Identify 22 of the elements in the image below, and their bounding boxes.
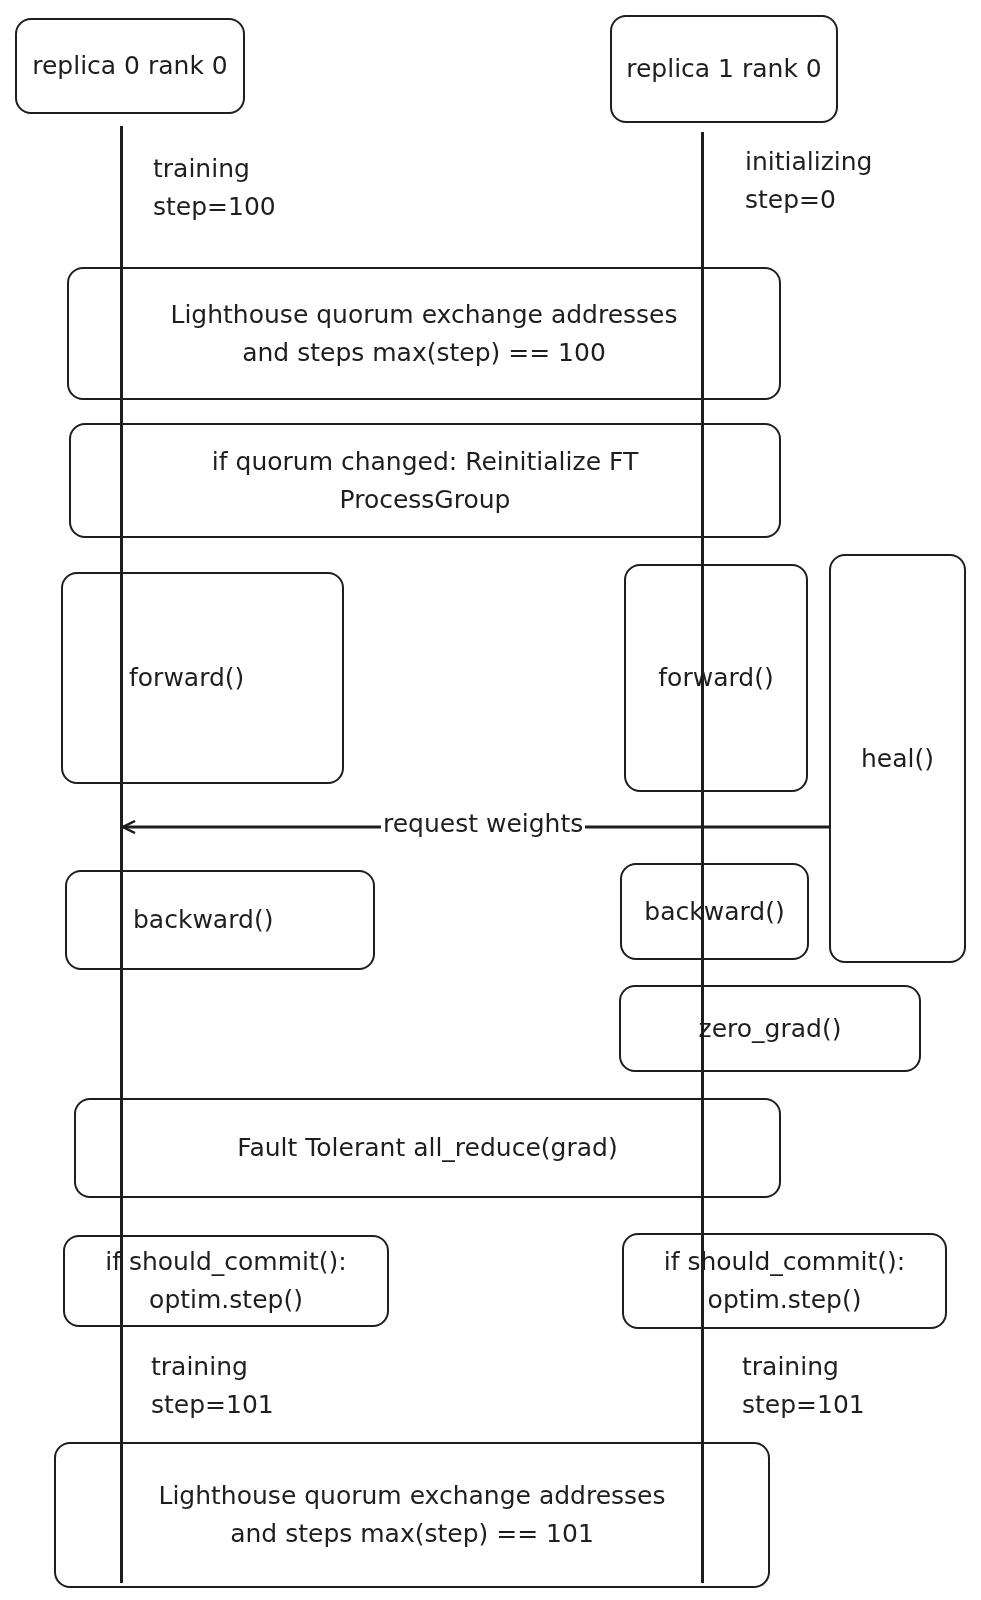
box-text: forward() [128, 662, 246, 694]
participant-box [15, 18, 245, 114]
participant-box [610, 15, 838, 123]
state-note: training step=101 [151, 1351, 275, 1421]
step-box [61, 572, 344, 784]
lifeline [120, 126, 123, 1583]
box-text: backward() [132, 904, 275, 936]
state-note: training step=100 [153, 153, 277, 223]
box-text: Lighthouse quorum exchange addresses and steps max(step) == 101 [157, 1480, 667, 1550]
box-text: replica 1 rank 0 [625, 53, 823, 85]
box-text: Lighthouse quorum exchange addresses and steps max(step) == 100 [169, 298, 679, 369]
box-text: Fault Tolerant all_reduce(grad) [236, 1132, 619, 1164]
state-note: initializing step=0 [745, 146, 874, 216]
state-note: training step=101 [742, 1351, 866, 1421]
box-text: heal() [860, 742, 935, 775]
box-text: replica 0 rank 0 [31, 50, 229, 82]
quorum-box [54, 1442, 770, 1588]
box-text: if quorum changed: Reinitialize FT ProcessGroup [210, 445, 640, 516]
activation-box [829, 554, 966, 963]
quorum-box [67, 267, 781, 400]
process-box [69, 423, 781, 538]
process-box [74, 1098, 781, 1198]
